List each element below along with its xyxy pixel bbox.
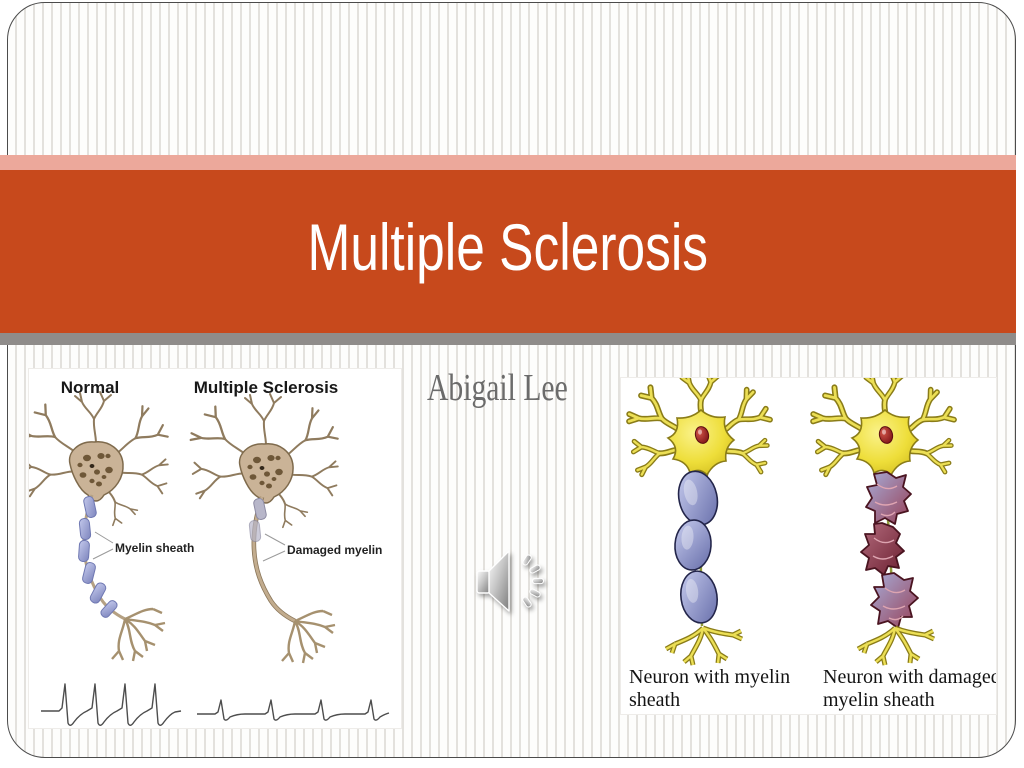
ms-signal-waveform [197,699,390,721]
healthy-neuron-illustration [625,378,772,665]
caption-damaged-line1: Neuron with damaged [823,666,996,688]
label-multiple-sclerosis: Multiple Sclerosis [194,378,339,397]
speaker-icon [476,550,544,612]
normal-vs-ms-diagram: Normal Multiple Sclerosis [28,368,402,729]
healthy-myelin-segments [674,470,719,624]
neuron-myelin-comparison-svg: Neuron with myelin sheath Neuron with da… [621,378,996,711]
ms-neuron-illustration [187,394,340,665]
normal-vs-ms-diagram-svg: Normal Multiple Sclerosis [29,378,390,726]
page-title: Multiple Sclerosis [307,209,709,284]
label-myelin-sheath: Myelin sheath [115,541,194,555]
speaker-body [476,570,491,594]
title-banner: Multiple Sclerosis [0,170,1016,333]
myelin-sheath-leader-lines [92,531,114,560]
damaged-myelin-leader-lines [262,533,286,562]
neuron-myelin-comparison-image: Neuron with myelin sheath Neuron with da… [620,377,997,715]
caption-healthy-line1: Neuron with myelin [629,666,790,688]
speaker-cone [488,550,510,612]
audio-playback-button[interactable] [473,548,553,618]
normal-neuron-illustration [29,392,170,663]
author-name: Abigail Lee [427,367,568,409]
gray-accent-band [0,333,1016,345]
caption-damaged-line2: myelin sheath [823,689,935,711]
caption-healthy-line2: sheath [629,689,680,711]
label-normal: Normal [61,378,120,397]
sound-wave-dashes [522,554,544,608]
author-subtitle: Abigail Lee [427,366,607,410]
healthy-axon-terminals [666,628,742,665]
damaged-neuron-illustration [809,378,956,665]
myelin-sheath-segments [78,496,118,618]
label-damaged-myelin: Damaged myelin [287,543,382,557]
normal-signal-waveform [41,683,182,726]
pink-accent-band [0,155,1016,170]
damaged-myelin-remnants [248,498,267,543]
damaged-axon-terminals [858,628,934,665]
damaged-myelin-segments [860,471,919,629]
